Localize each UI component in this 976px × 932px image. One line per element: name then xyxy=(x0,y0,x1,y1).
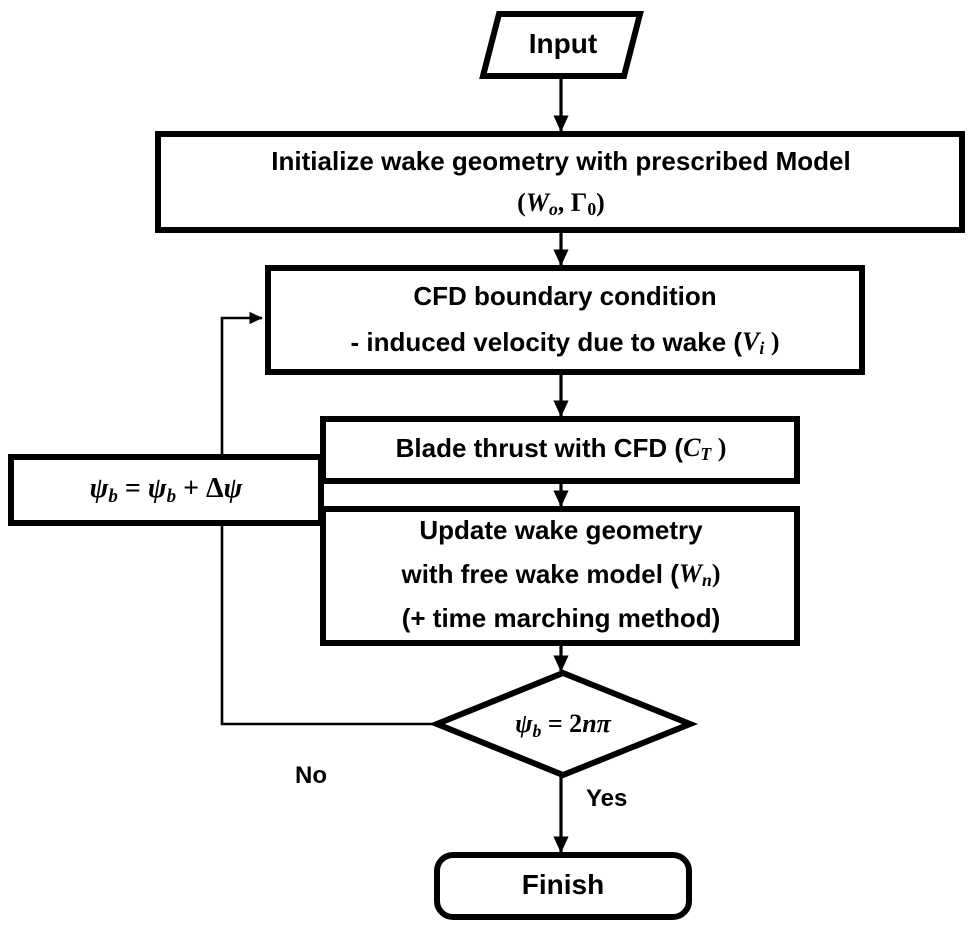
node-cfd-label-line1: CFD boundary condition xyxy=(413,281,716,311)
node-update-wake-label-line3: (+ time marching method) xyxy=(402,603,721,633)
node-psi-update-shape[interactable] xyxy=(8,454,324,526)
node-initialize-shape[interactable] xyxy=(155,131,965,233)
node-input-label: Input xyxy=(529,28,597,59)
node-psi-update-label: ψb = ψb + Δψ xyxy=(90,473,243,507)
node-finish-label: Finish xyxy=(522,869,604,900)
node-decision-label: ψb = 2nπ xyxy=(515,709,612,741)
node-finish-shape[interactable] xyxy=(434,852,692,920)
edge-label-yes: Yes xyxy=(586,785,627,812)
node-decision-shape[interactable] xyxy=(429,669,699,779)
node-update-wake-label-line2: with free wake model (Wn) xyxy=(400,559,720,590)
node-blade-thrust-shape[interactable] xyxy=(320,416,800,484)
node-update-wake-label-line1: Update wake geometry xyxy=(419,515,703,545)
edge-label-no: No xyxy=(295,762,327,789)
node-initialize-label-line2: (Wo, Γ0) xyxy=(517,188,605,219)
node-blade-thrust-label: Blade thrust with CFD (CT ) xyxy=(396,433,727,464)
node-initialize-label-line1: Initialize wake geometry with prescribed… xyxy=(271,146,850,176)
node-cfd-label-line2: - induced velocity due to wake (Vi ) xyxy=(351,327,780,358)
node-update-wake-shape[interactable] xyxy=(320,506,800,646)
node-cfd-shape[interactable] xyxy=(265,265,865,375)
node-input-shape[interactable] xyxy=(479,11,644,79)
